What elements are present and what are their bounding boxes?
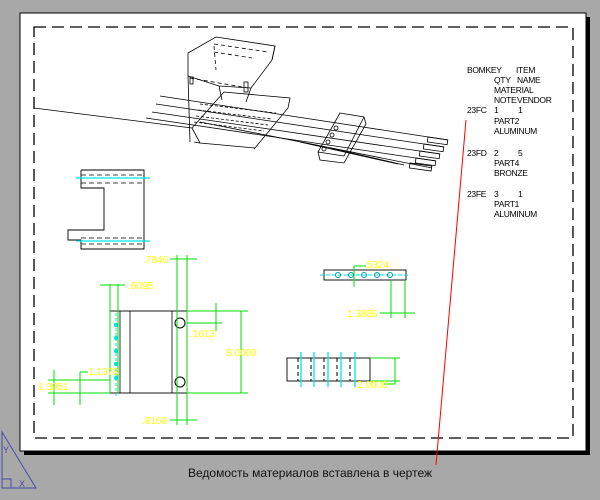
bom-row-name: PART1 [494,199,520,209]
strip-front-view[interactable]: 2.0000 [286,352,400,391]
bom-row-material: ALUMINUM [494,126,537,136]
bom-row-name: PART2 [494,116,520,126]
bom-row-key: 23FD [467,148,487,158]
bom-header-material: MATERIAL [494,85,534,95]
bom-row-material: BRONZE [494,168,528,178]
bom-row-qty: 1 [518,189,523,199]
viewport-border[interactable] [33,26,574,439]
bill-of-materials-table[interactable]: BOMKEY ITEM QTY NAME MATERIAL NOTE VENDO… [467,65,552,219]
bom-header-name: NAME [517,75,541,85]
bom-row-item: 2 [494,148,499,158]
dim-0-5324: .5324 [364,260,389,271]
bom-header-note: NOTE [494,95,517,105]
dim-0-1613: .1613 [190,329,215,340]
bom-row-qty: 1 [518,105,523,115]
ucs-icon: Y X [1,430,37,489]
dim-0-7846: .7846 [143,255,168,266]
bom-header-item: ITEM [516,65,535,75]
dim-0-8169: .8169 [142,416,167,427]
bom-row-key: 23FC [467,105,487,115]
bom-header-vendor: VENDOR [517,95,552,105]
front-view-part[interactable]: .7846 .6095 .1613 8.0000 1.1378 1.3951 .… [38,255,257,427]
dim-8-0000: 8.0000 [226,348,257,359]
bom-row-qty: 5 [518,148,523,158]
bom-row-item: 1 [494,105,499,115]
bom-header-bomkey: BOMKEY [467,65,502,75]
bom-header-qty: QTY [494,75,511,85]
ucs-y-label: Y [3,445,9,455]
strip-top-view[interactable]: .5324 1.3886 [320,260,415,320]
dim-1-1378: 1.1378 [88,367,119,378]
ucs-x-label: X [19,479,25,489]
bom-row-key: 23FE [467,189,487,199]
callout-leader-line [435,119,467,466]
bom-row-item: 3 [494,189,499,199]
bom-row-name: PART4 [494,158,520,168]
isometric-assembly-view[interactable] [33,36,449,172]
dim-0-6095: .6095 [128,281,153,292]
dim-2-0000: 2.0000 [357,380,388,391]
bom-row-material: ALUMINUM [494,209,537,219]
caption-text: Ведомость материалов вставлена в чертеж [187,466,433,480]
side-view-part[interactable] [67,169,150,250]
dim-1-3951: 1.3951 [38,382,69,393]
dim-1-3886: 1.3886 [347,309,378,320]
